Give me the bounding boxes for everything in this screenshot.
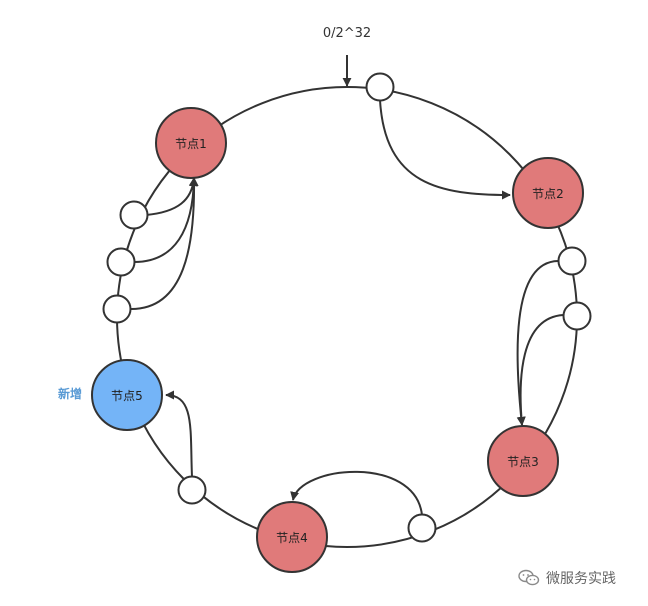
data-key-circle: [106, 247, 136, 277]
node-3-label: 节点3: [507, 455, 539, 469]
watermark-text: 微服务实践: [546, 571, 616, 587]
arrow-to-node-4: [290, 470, 423, 516]
data-key-circle: [119, 200, 149, 230]
arrow-to-node-3-a: [516, 260, 559, 426]
node-2[interactable]: 节点2: [512, 157, 584, 229]
data-key-circle: [102, 294, 132, 324]
node-1-label: 节点1: [175, 137, 207, 151]
node-2-label: 节点2: [532, 187, 564, 201]
ring-origin-label: 0/2^32: [323, 26, 371, 41]
data-key-circle: [557, 246, 587, 276]
arrow-to-node-1-a: [145, 177, 198, 216]
arrow-to-node-3-b: [516, 314, 564, 426]
node-1[interactable]: 节点1: [155, 107, 227, 179]
data-keys: [102, 72, 592, 543]
node-4-label: 节点4: [276, 531, 308, 545]
mapping-arrows: [129, 99, 564, 516]
server-nodes: 节点1 节点2 节点3 节点4 节点5: [91, 107, 584, 573]
arrow-to-node-1-c: [129, 177, 199, 311]
node-5[interactable]: 节点5: [91, 359, 163, 431]
new-node-label: 新增: [58, 386, 82, 401]
data-key-circle: [177, 475, 207, 505]
arrow-to-node-2: [379, 99, 511, 200]
wechat-icon: [518, 569, 540, 587]
node-4[interactable]: 节点4: [256, 501, 328, 573]
arrow-to-node-5: [165, 390, 193, 478]
arrow-to-node-1-b: [133, 177, 199, 263]
data-key-circle: [407, 513, 437, 543]
node-3[interactable]: 节点3: [487, 425, 559, 497]
data-key-circle: [562, 301, 592, 331]
watermark: 微服务实践: [518, 567, 616, 589]
data-key-circle: [365, 72, 395, 102]
node-5-label: 节点5: [111, 389, 143, 403]
